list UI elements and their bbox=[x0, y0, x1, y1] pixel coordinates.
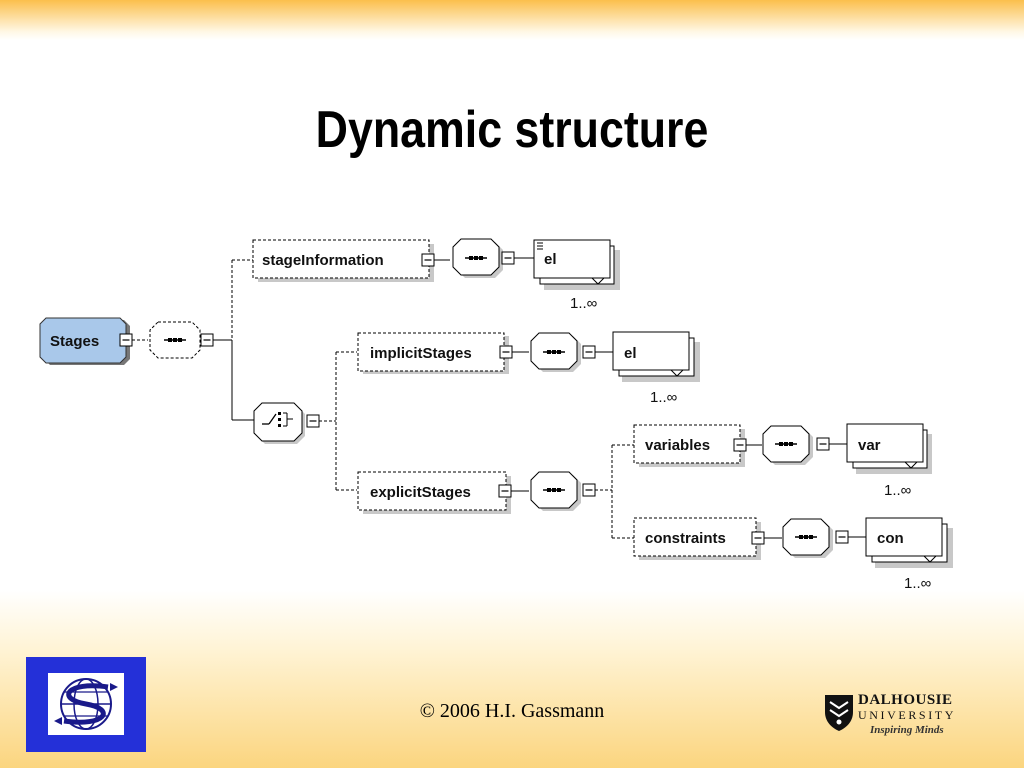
node-constraints: constraints bbox=[645, 530, 726, 547]
node-explicitStages: explicitStages bbox=[370, 484, 471, 501]
dalhousie-tagline: Inspiring Minds bbox=[870, 724, 944, 736]
left-logo bbox=[26, 657, 146, 752]
node-variables: variables bbox=[645, 437, 710, 454]
root-label: Stages bbox=[50, 333, 99, 350]
bottom-gradient-band bbox=[0, 590, 1024, 768]
node-implicitStages: implicitStages bbox=[370, 345, 472, 362]
top-gradient-band bbox=[0, 0, 1024, 40]
multiplicity-el-1: 1..∞ bbox=[570, 295, 598, 312]
node-el-2: el bbox=[624, 345, 637, 362]
dalhousie-university: UNIVERSITY bbox=[858, 708, 956, 722]
multiplicity-con: 1..∞ bbox=[904, 575, 932, 592]
right-logo: DALHOUSIE UNIVERSITY Inspiring Minds bbox=[820, 688, 965, 744]
node-el-1: el bbox=[544, 251, 557, 268]
sequence-compositor bbox=[149, 321, 201, 359]
dalhousie-crest-icon bbox=[825, 695, 853, 731]
copyright-text: © 2006 H.I. Gassmann bbox=[419, 700, 605, 722]
multiplicity-var: 1..∞ bbox=[884, 482, 912, 499]
root-node: Stages bbox=[39, 317, 130, 365]
node-var: var bbox=[858, 437, 881, 454]
node-stageInformation: stageInformation bbox=[262, 252, 384, 269]
multiplicity-el-2: 1..∞ bbox=[650, 389, 678, 406]
node-con: con bbox=[877, 530, 904, 547]
slide-title: Dynamic structure bbox=[315, 101, 709, 159]
globe-arrows-icon bbox=[54, 678, 118, 730]
choice-icon bbox=[262, 412, 293, 427]
dalhousie-name: DALHOUSIE bbox=[858, 692, 953, 708]
